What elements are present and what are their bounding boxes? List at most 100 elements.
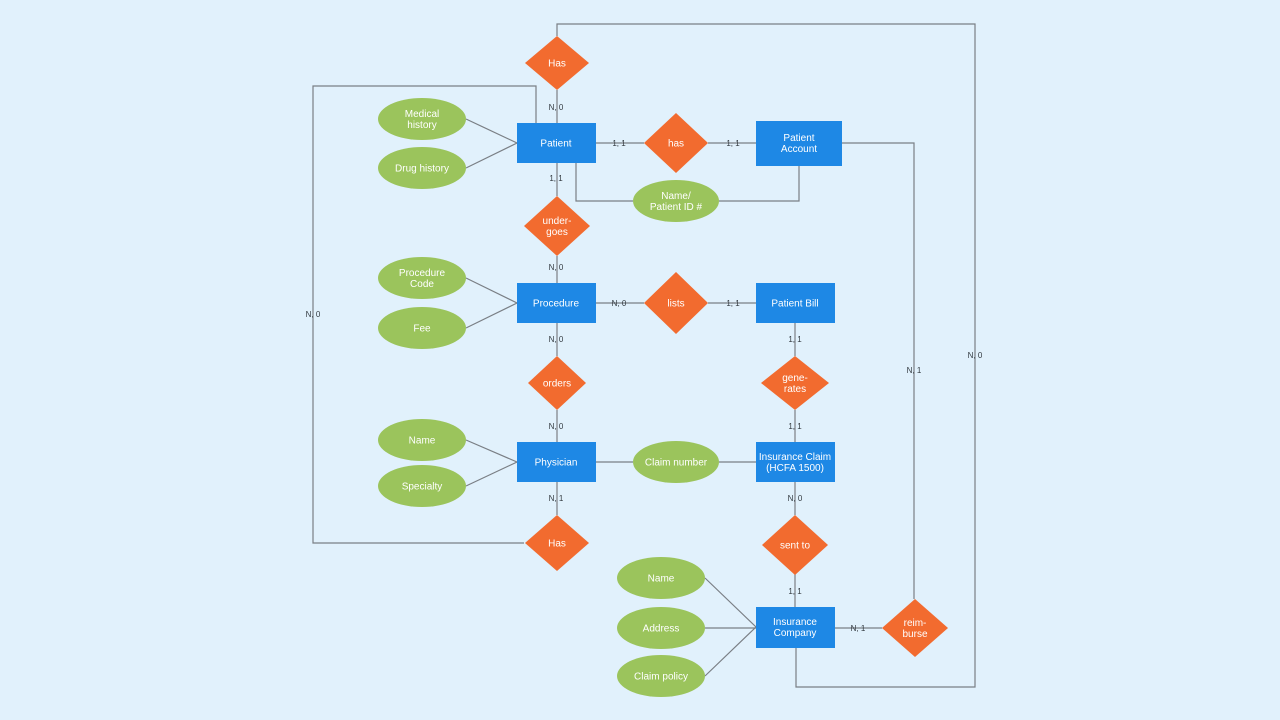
entity-patient-bill[interactable]: Patient Bill (756, 283, 835, 323)
connector-physician-attributes (465, 439, 519, 487)
attribute-claim-policy[interactable]: Claim policy (617, 655, 705, 697)
relationship-label: has (668, 139, 684, 150)
label-line: Patient (783, 133, 814, 144)
entity-physician[interactable]: Physician (517, 442, 596, 482)
label-line: Drug history (395, 164, 449, 175)
connector-procedure-attributes (465, 277, 519, 329)
relationship-label: sent to (780, 541, 810, 552)
label-line: burse (902, 629, 927, 640)
label-line: reim- (904, 618, 927, 629)
attribute-label: Fee (413, 324, 431, 335)
relationship-generates[interactable]: gene-rates (761, 356, 829, 410)
relationship-label: gene-rates (782, 373, 808, 395)
label-line: Name (409, 436, 436, 447)
label-line: Name/ (661, 191, 691, 202)
label-line: Specialty (402, 482, 443, 493)
label-line: Patient Bill (771, 299, 818, 310)
label-line: has (668, 139, 684, 150)
entity-patient[interactable]: Patient (517, 123, 596, 163)
attribute-company-name[interactable]: Name (617, 557, 705, 599)
entity-label: Physician (535, 458, 578, 469)
attribute-label: Address (643, 624, 680, 635)
label-line: Has (548, 539, 566, 550)
cardinality-label: 1, 1 (788, 335, 802, 344)
label-line: Patient (540, 139, 571, 150)
cardinality-label: N, 0 (549, 103, 564, 112)
label-line: under- (543, 216, 572, 227)
label-line: lists (667, 299, 684, 310)
entity-label: Patient Bill (771, 299, 818, 310)
label-line: Medical (405, 109, 439, 120)
label-line: Insurance Claim (759, 452, 831, 463)
connector-account-nameid (719, 166, 800, 202)
label-line: Fee (413, 324, 431, 335)
relationship-orders[interactable]: orders (528, 356, 586, 410)
attribute-label: Specialty (402, 482, 443, 493)
attribute-name-patient-id[interactable]: Name/Patient ID # (633, 180, 719, 222)
label-line: rates (784, 384, 806, 395)
entity-label: Patient (540, 139, 571, 150)
relationship-sent-to[interactable]: sent to (762, 515, 828, 575)
label-line: history (407, 120, 436, 131)
relationship-has-account[interactable]: has (644, 113, 708, 173)
entity-label: Insurance Claim(HCFA 1500) (759, 452, 831, 474)
entity-procedure[interactable]: Procedure (517, 283, 596, 323)
cardinality-label: 1, 1 (788, 422, 802, 431)
relationship-label: orders (543, 379, 571, 390)
relationship-lists[interactable]: lists (644, 272, 708, 334)
attribute-label: Name (648, 574, 675, 585)
label-line: Has (548, 59, 566, 70)
attribute-specialty[interactable]: Specialty (378, 465, 466, 507)
relationship-label: Has (548, 59, 566, 70)
connector-left-loop (312, 85, 537, 544)
cardinality-label: N, 0 (549, 335, 564, 344)
label-line: Claim policy (634, 672, 688, 683)
relationship-label: lists (667, 299, 684, 310)
attribute-claim-number[interactable]: Claim number (633, 441, 719, 483)
attribute-address[interactable]: Address (617, 607, 705, 649)
connector-company-attributes (704, 577, 757, 677)
label-line: sent to (780, 541, 810, 552)
attribute-fee[interactable]: Fee (378, 307, 466, 349)
connector-outer-loop (556, 23, 976, 688)
relationship-has-top[interactable]: Has (525, 36, 589, 90)
entity-insurance-claim[interactable]: Insurance Claim(HCFA 1500) (756, 442, 835, 482)
label-line: Procedure (533, 299, 580, 310)
relationship-label: under-goes (543, 216, 572, 238)
cardinality-label: N, 0 (612, 299, 627, 308)
cardinality-label: N, 1 (549, 494, 564, 503)
cardinality-label: N, 0 (968, 351, 983, 360)
label-line: Name (648, 574, 675, 585)
cardinality-label: 1, 1 (726, 139, 740, 148)
label-line: Claim number (645, 458, 708, 469)
relationship-label: reim-burse (902, 618, 927, 640)
attribute-physician-name[interactable]: Name (378, 419, 466, 461)
cardinality-label: N, 0 (306, 310, 321, 319)
attribute-label: Claim policy (634, 672, 688, 683)
cardinality-label: N, 0 (549, 422, 564, 431)
label-line: Account (781, 144, 817, 155)
cardinality-label: 1, 1 (612, 139, 626, 148)
relationship-label: Has (548, 539, 566, 550)
cardinality-label: 1, 1 (549, 174, 563, 183)
label-line: Address (643, 624, 680, 635)
cardinality-label: N, 0 (549, 263, 564, 272)
connector-patient-nameid (575, 163, 633, 202)
attribute-drug-history[interactable]: Drug history (378, 147, 466, 189)
relationship-undergoes[interactable]: under-goes (524, 196, 590, 256)
attribute-label: Drug history (395, 164, 449, 175)
label-line: Code (410, 279, 434, 290)
entity-label: Procedure (533, 299, 580, 310)
label-line: Company (774, 628, 817, 639)
connector-patient-attributes (465, 118, 519, 169)
relationship-has-bottom[interactable]: Has (525, 515, 589, 571)
attribute-label: Name/Patient ID # (650, 191, 703, 213)
relationship-reimburse[interactable]: reim-burse (882, 599, 948, 657)
label-line: (HCFA 1500) (766, 463, 824, 474)
